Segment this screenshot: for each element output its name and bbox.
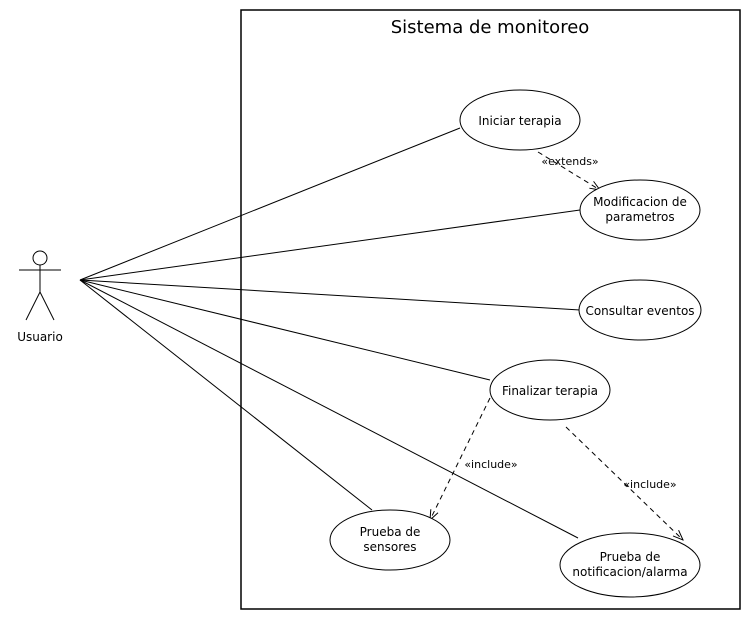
assoc-sensores [79,279,373,511]
use-case-label: Finalizar terapia [502,384,598,398]
use-case-ellipse [578,279,702,341]
use-case-label: Consultar eventos [585,304,694,318]
associations [79,127,581,539]
use-case-label-line2: notificacion/alarma [572,565,687,579]
dep-extends [537,151,600,190]
dep-include-sensores [430,397,491,520]
label-extends: «extends» [541,155,598,168]
actor-usuario: Usuario [17,250,63,344]
assoc-finalizar [79,279,491,381]
use-case-prueba-sensores: Prueba de sensores [329,509,451,571]
assoc-iniciar [79,127,461,281]
assoc-modificacion [79,209,581,281]
assoc-consultar [79,279,581,311]
use-case-ellipse [459,89,581,151]
use-case-ellipse [559,532,701,598]
actor-label: Usuario [17,330,63,344]
actor-right-leg [39,291,55,321]
use-case-ellipse [329,509,451,571]
actor-left-leg [25,291,41,321]
use-case-label-line1: Prueba de [360,525,421,539]
assoc-notificacion [79,279,579,539]
use-case-ellipse [489,359,611,421]
use-case-modificacion-parametros: Modificacion de parametros [579,179,701,241]
use-case-label-line1: Modificacion de [593,195,687,209]
use-case-consultar-eventos: Consultar eventos [578,279,702,341]
system-title: Sistema de monitoreo [391,17,590,38]
use-case-label-line2: parametros [605,210,674,224]
label-include-notificacion: «include» [623,478,676,491]
dependencies [430,151,683,540]
use-case-iniciar-terapia: Iniciar terapia [459,89,581,151]
use-case-label-line2: sensores [363,540,416,554]
dep-include-notificacion [565,426,683,540]
actor-head [32,250,48,266]
system-boundary [240,9,741,610]
label-include-sensores: «include» [464,458,517,471]
use-case-label-line1: Prueba de [600,550,661,564]
use-case-ellipse [579,179,701,241]
use-case-prueba-notificacion: Prueba de notificacion/alarma [559,532,701,598]
use-case-finalizar-terapia: Finalizar terapia [489,359,611,421]
use-case-label: Iniciar terapia [478,114,561,128]
